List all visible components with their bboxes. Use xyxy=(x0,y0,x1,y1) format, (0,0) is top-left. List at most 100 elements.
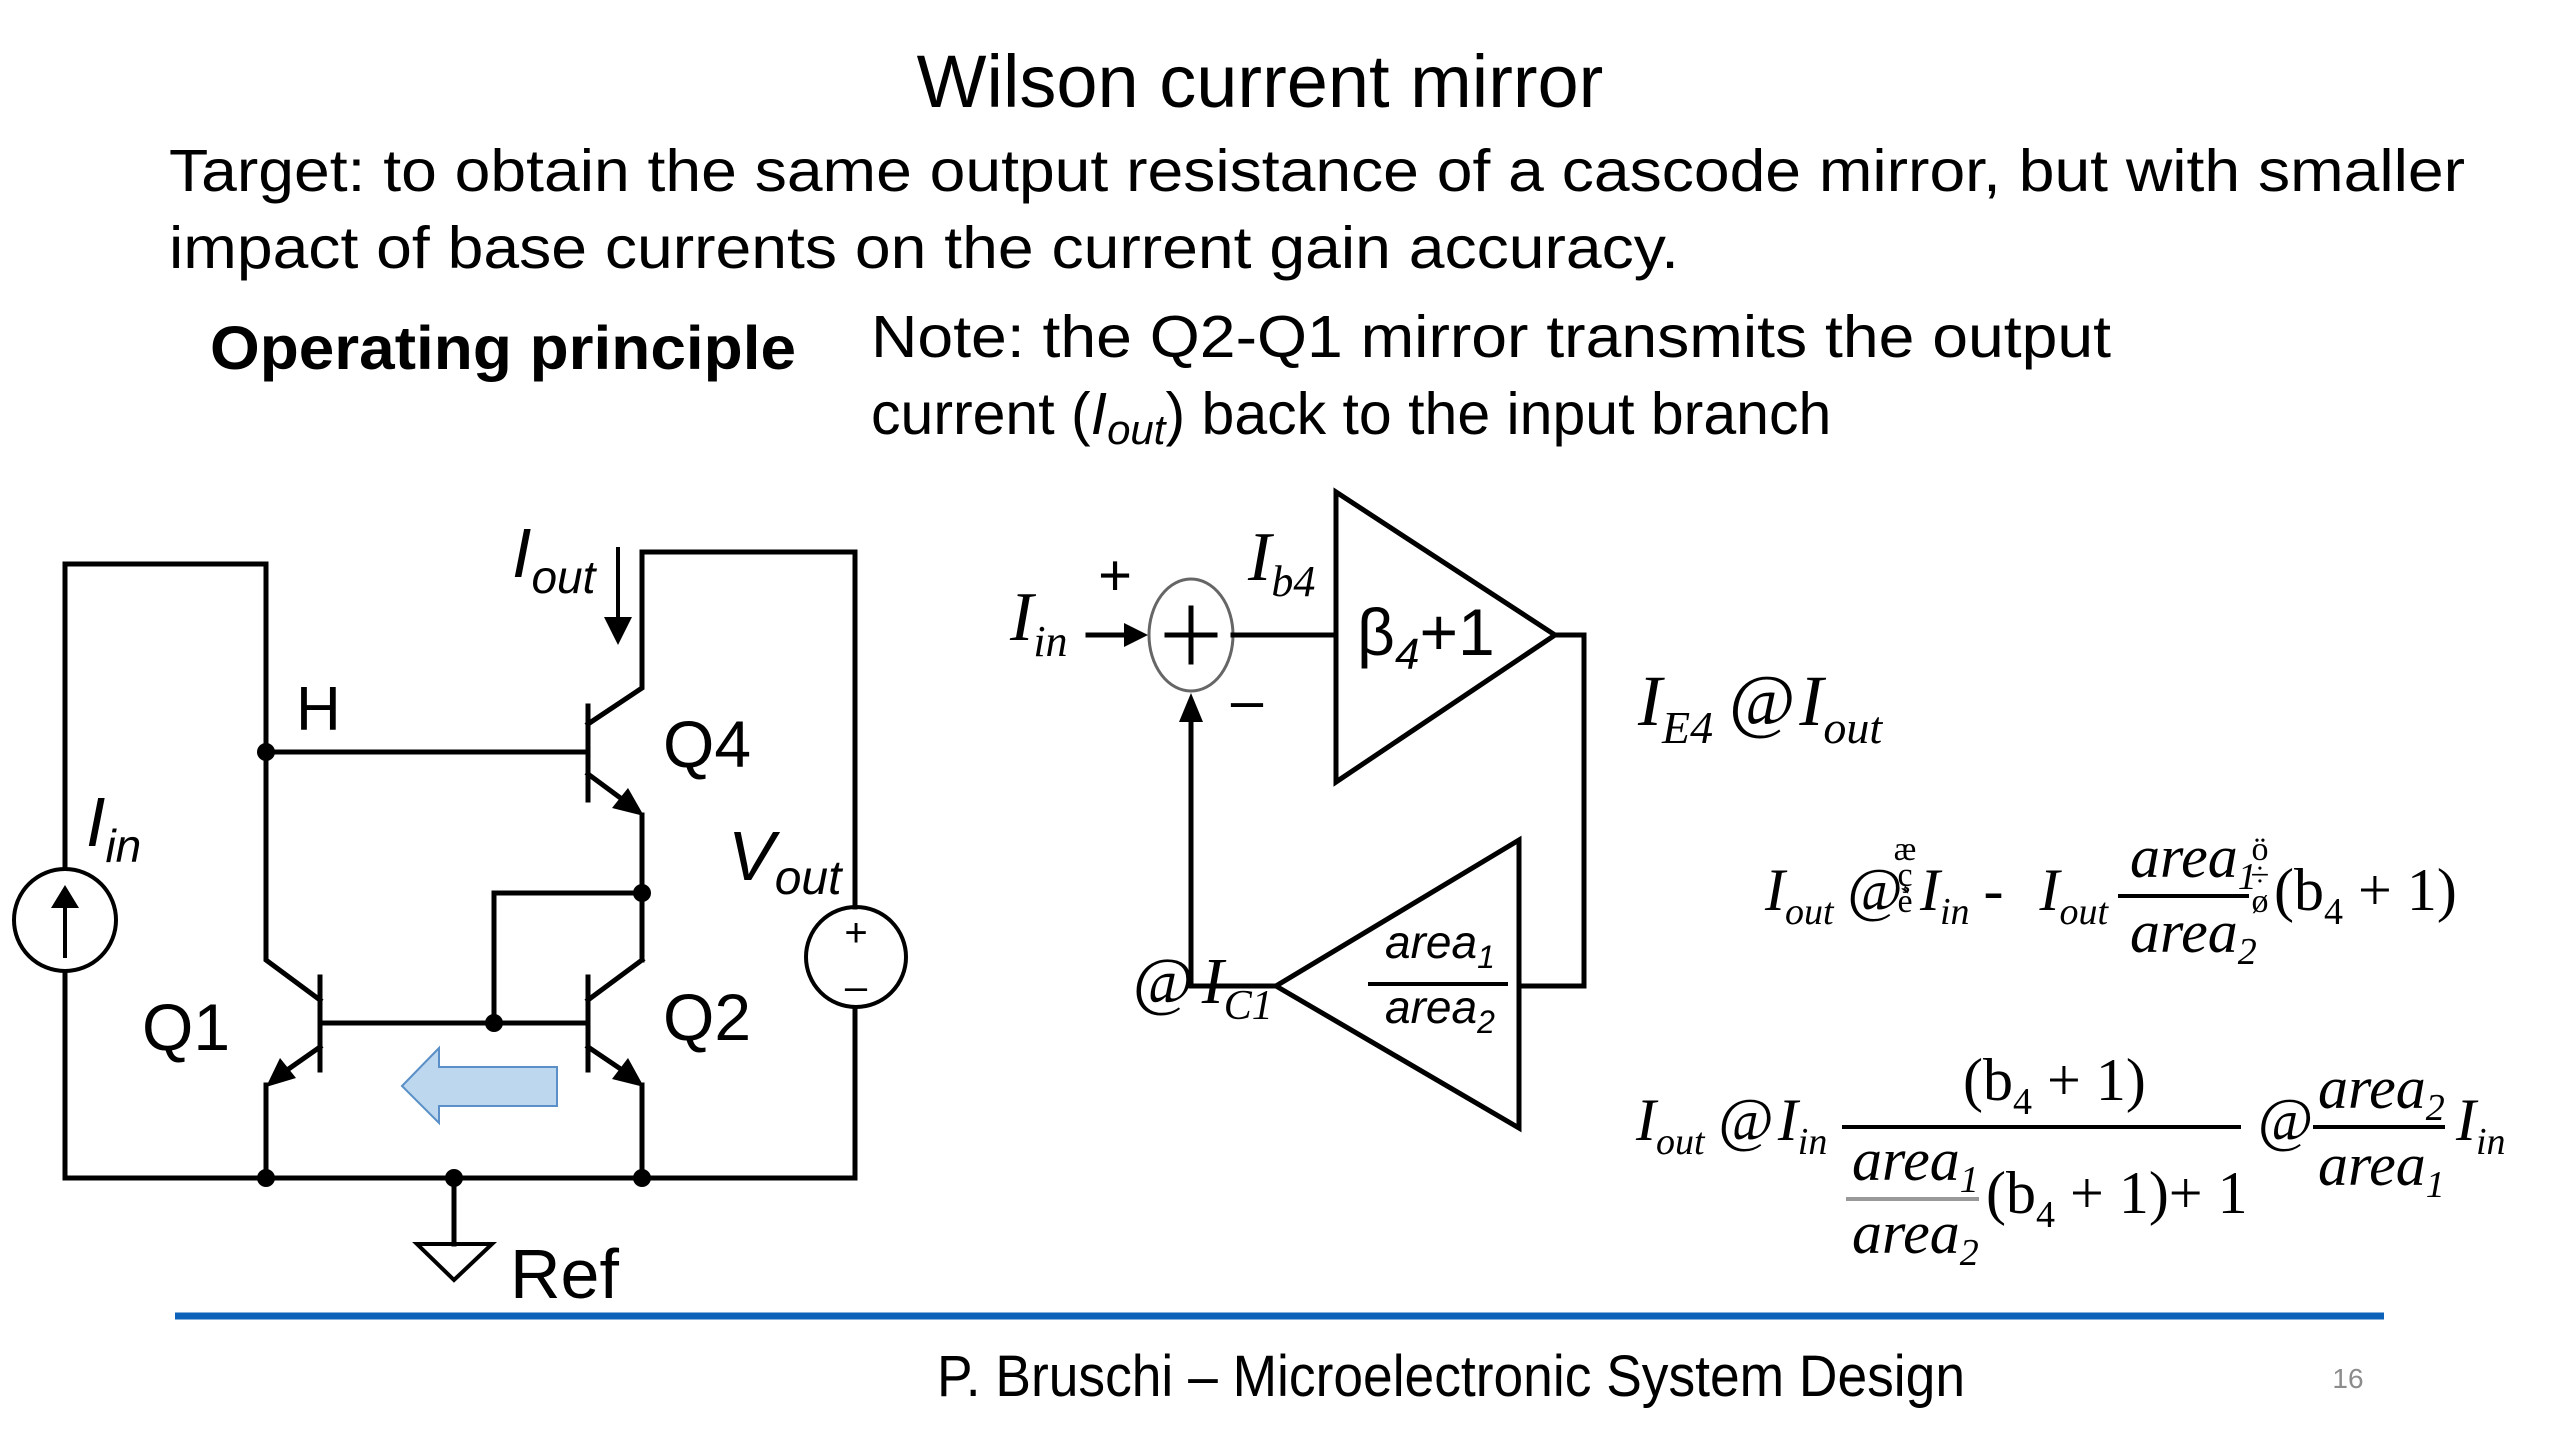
gain-block-label: β4+1 xyxy=(1357,595,1495,679)
svg-text:Iout@Iin: Iout@Iin xyxy=(1635,1087,1827,1163)
eq2-frac-den-sub: 2 xyxy=(2238,931,2257,973)
note-line-2: current (Iout) back to the input branch xyxy=(871,381,1831,453)
eq2-lhs-sub: out xyxy=(1785,891,1835,933)
q1-emitter-arrow-icon xyxy=(266,1058,296,1087)
current-source-iin xyxy=(12,867,118,973)
note-iout-symbol: I xyxy=(1091,381,1107,447)
label-q2: Q2 xyxy=(663,980,751,1054)
q1-collector xyxy=(263,955,324,1004)
bd-minus-sign: – xyxy=(1231,668,1264,733)
label-vout: Vout xyxy=(728,817,843,905)
bd-iin-arrow-right-icon xyxy=(1124,623,1148,647)
bd-label-ic1: @IC1 xyxy=(1133,945,1273,1029)
footer-text: P. Bruschi – Microelectronic System Desi… xyxy=(937,1344,1965,1409)
eq2-lhs: I xyxy=(1764,857,1788,923)
eq3-num-post: + 1) xyxy=(2032,1047,2146,1113)
voltage-source-minus: – xyxy=(845,965,868,1009)
bd-label-ib4: Ib4 xyxy=(1247,519,1315,606)
svg-text:area2: area2 xyxy=(2318,1055,2445,1129)
eq3-res-iin: I xyxy=(2455,1087,2479,1153)
wire-input-loop xyxy=(62,561,269,961)
current-flow-arrow-left-icon xyxy=(400,1045,558,1126)
eq3-den-frac-den: area xyxy=(1852,1200,1960,1266)
note-line-2-post: ) back to the input branch xyxy=(1165,381,1831,447)
eq2-factor-sub: 4 xyxy=(2324,891,2343,933)
section-heading: Operating principle xyxy=(210,314,796,382)
slide-title: Wilson current mirror xyxy=(917,40,1604,123)
svg-text:(b4 + 1)+ 1: (b4 + 1)+ 1 xyxy=(1986,1160,2248,1236)
eq3-res-num-sub: 2 xyxy=(2426,1087,2445,1129)
equation-1: IE4@Iout xyxy=(1637,661,1883,753)
note-line-1: Note: the Q2-Q1 mirror transmits the out… xyxy=(871,304,2111,370)
eq2-term1: I xyxy=(1919,857,1943,923)
eq3-res-den-sub: 1 xyxy=(2426,1164,2445,1206)
eq3-res-iin-sub: in xyxy=(2476,1121,2506,1163)
eq2-frac-num-sub: 1 xyxy=(2238,856,2257,898)
svg-text:area2: area2 xyxy=(1852,1200,1979,1274)
q2-emitter-arrow-icon xyxy=(612,1058,644,1087)
eq3-lhs: I xyxy=(1635,1087,1659,1153)
eq3-iin: I xyxy=(1777,1087,1801,1153)
circuit-schematic: Iin H Q4 Iout xyxy=(12,514,908,1313)
bd-plus-sign: + xyxy=(1098,543,1132,608)
iout-arrow-down-icon xyxy=(604,617,632,645)
eq2-factor-post: + 1) xyxy=(2343,857,2457,923)
eq3-den-frac-num: area xyxy=(1852,1127,1960,1193)
note-iout-subscript: out xyxy=(1107,406,1168,453)
node-gnd-q1 xyxy=(257,1169,275,1187)
svg-text:IE4@Iout: IE4@Iout xyxy=(1637,661,1883,753)
eq3-lhs-sub: out xyxy=(1656,1121,1706,1163)
eq3-den-frac-den-sub: 2 xyxy=(1960,1232,1979,1274)
target-line-2: impact of base currents on the current g… xyxy=(169,215,1679,281)
eq2-frac-num: area xyxy=(2130,824,2238,890)
voltage-source-circle xyxy=(804,905,908,1009)
eq2-term2-sub: out xyxy=(2060,891,2110,933)
bd-wire-output-return xyxy=(1516,632,1587,989)
label-q4: Q4 xyxy=(663,707,751,781)
transistor-q4 xyxy=(584,549,858,910)
equation-3: Iout@Iin (b4 + 1) area1 area2 (b4 + 1)+ … xyxy=(1635,1047,2506,1274)
eq2-bracket-right: ö÷ø xyxy=(2251,831,2270,920)
transistor-q2 xyxy=(584,956,646,1181)
eq2-frac-den: area xyxy=(2130,899,2238,965)
eq3-rel1: @ xyxy=(1719,1087,1774,1153)
current-source-circle xyxy=(12,867,118,973)
svg-text:area1: area1 xyxy=(2130,824,2257,898)
eq3-den-rest-post: + 1)+ 1 xyxy=(2055,1160,2248,1226)
bd-wire-feedback xyxy=(1188,717,1279,989)
page-number: 16 xyxy=(2332,1363,2363,1394)
svg-text:(b4 + 1): (b4 + 1) xyxy=(1963,1047,2146,1123)
note-line-2-pre: current ( xyxy=(871,381,1091,447)
eq1-lhs-sub: E4 xyxy=(1661,702,1713,753)
gain-block-triangle xyxy=(1333,487,1560,787)
eq3-den-rest: (b xyxy=(1986,1160,2036,1226)
svg-text:Iin-Iout: Iin-Iout xyxy=(1919,857,2110,933)
eq2-rel: @ xyxy=(1848,857,1903,923)
svg-text:area2: area2 xyxy=(2130,899,2257,973)
eq3-den-rest-sub: 4 xyxy=(2036,1194,2055,1236)
eq1-rhs: I xyxy=(1798,661,1826,741)
eq3-res-num: area xyxy=(2318,1055,2426,1121)
node-h xyxy=(257,743,275,761)
mirror-block-triangle xyxy=(1271,835,1522,1133)
eq2-factor: (b xyxy=(2274,857,2324,923)
block-diagram: Iin + – Ib4 β4+1 area1 area2 @IC1 xyxy=(1009,487,1587,1133)
bd-label-iin: Iin xyxy=(1009,579,1068,666)
eq3-rel2: @ xyxy=(2258,1087,2313,1153)
eq3-iin-sub: in xyxy=(1798,1121,1828,1163)
label-h: H xyxy=(296,675,341,744)
mirror-block-den: area2 xyxy=(1385,981,1495,1040)
label-iout: Iout xyxy=(512,514,598,603)
label-iin: Iin xyxy=(86,783,141,872)
node-base xyxy=(485,1014,503,1032)
voltage-source-vout: + – xyxy=(804,905,908,1009)
eq3-num: (b xyxy=(1963,1047,2013,1113)
q2-collector-diag xyxy=(584,956,646,1004)
eq1-rhs-sub: out xyxy=(1823,702,1883,753)
wire-ground-rail xyxy=(62,1005,858,1181)
svg-text:Iin: Iin xyxy=(2455,1087,2506,1163)
current-source-arrow-up-icon xyxy=(51,885,79,908)
